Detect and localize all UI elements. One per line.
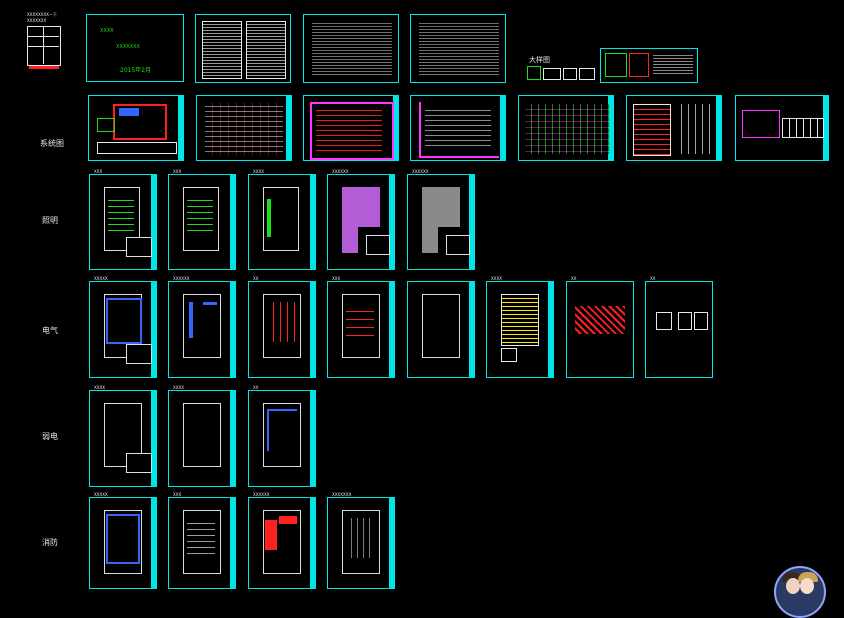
sheet-weak-3[interactable]: XX xyxy=(248,385,316,487)
sheet-title-power-3: XX xyxy=(253,276,259,281)
cover-sheet[interactable]: XXXX XXXXXXX 2015年2月 xyxy=(86,14,184,82)
large-sample-label: 大样图 xyxy=(529,56,550,64)
sheet-system-6[interactable] xyxy=(626,95,722,161)
row-label-lighting: 照明 xyxy=(42,216,58,225)
row-label-fire: 消防 xyxy=(42,538,58,547)
large-sample-details[interactable] xyxy=(527,66,597,82)
sheet-title-fire-4: XXXXXXX xyxy=(332,492,352,497)
sheet-title-weak-3: XX xyxy=(253,385,259,390)
sheet-title-lighting-5: XXXXXX xyxy=(412,169,429,174)
sheet-title-power-8: XX xyxy=(650,276,656,281)
index-note-line2: XXXXXXX xyxy=(27,18,47,23)
sheet-lighting-2[interactable]: XXX xyxy=(168,169,236,270)
sheet-system-7[interactable] xyxy=(735,95,829,161)
sheet-weak-2[interactable]: XXXX xyxy=(168,385,236,487)
sheet-system-3[interactable] xyxy=(303,95,399,161)
row-label-power: 电气 xyxy=(42,326,58,335)
sheet-title-lighting-1: XXX xyxy=(94,169,103,174)
drawing-index-table: XXXXXXXX一下 XXXXXXX xyxy=(27,12,61,70)
sheet-power-7[interactable]: XX xyxy=(566,276,634,378)
sheet-weak-1[interactable]: XXXX xyxy=(89,385,157,487)
cover-line2: XXXXXXX xyxy=(116,44,140,50)
user-avatar-icon[interactable] xyxy=(774,566,826,618)
sheet-drawing-list[interactable] xyxy=(195,14,291,83)
sheet-design-notes-2[interactable] xyxy=(410,14,506,83)
sheet-fire-4[interactable]: XXXXXXX xyxy=(327,492,395,589)
sheet-system-5[interactable] xyxy=(518,95,614,161)
sheet-detail-small[interactable] xyxy=(600,48,698,83)
sheet-title-fire-3: XXXXXX xyxy=(253,492,270,497)
sheet-power-4[interactable]: XXX xyxy=(327,276,395,378)
sheet-title-power-4: XXX xyxy=(332,276,341,281)
sheet-title-fire-1: XXXXX xyxy=(94,492,108,497)
cover-line1: XXXX xyxy=(100,28,114,34)
sheet-title-lighting-2: XXX xyxy=(173,169,182,174)
sheet-title-weak-1: XXXX xyxy=(94,385,105,390)
index-note-line1: XXXXXXXX一下 xyxy=(27,12,57,17)
sheet-title-lighting-3: XXXX xyxy=(253,169,264,174)
sheet-design-notes-1[interactable] xyxy=(303,14,399,83)
sheet-power-3[interactable]: XX xyxy=(248,276,316,378)
sheet-power-2[interactable]: XXXXXX xyxy=(168,276,236,378)
sheet-lighting-5[interactable]: XXXXXX xyxy=(407,169,475,270)
row-label-system: 系统图 xyxy=(40,139,64,148)
cover-date: 2015年2月 xyxy=(120,67,152,74)
sheet-power-5[interactable] xyxy=(407,281,475,378)
sheet-lighting-4[interactable]: XXXXXX xyxy=(327,169,395,270)
sheet-title-weak-2: XXXX xyxy=(173,385,184,390)
sheet-lighting-1[interactable]: XXX xyxy=(89,169,157,270)
sheet-title-fire-2: XXX xyxy=(173,492,182,497)
sheet-system-4[interactable] xyxy=(410,95,506,161)
sheet-title-power-2: XXXXXX xyxy=(173,276,190,281)
sheet-power-6[interactable]: XXXX xyxy=(486,276,554,378)
sheet-lighting-3[interactable]: XXXX xyxy=(248,169,316,270)
sheet-system-2[interactable] xyxy=(196,95,292,161)
sheet-fire-1[interactable]: XXXXX xyxy=(89,492,157,589)
sheet-power-1[interactable]: XXXXX xyxy=(89,276,157,378)
sheet-fire-3[interactable]: XXXXXX xyxy=(248,492,316,589)
sheet-title-lighting-4: XXXXXX xyxy=(332,169,349,174)
row-label-weak: 弱电 xyxy=(42,432,58,441)
sheet-title-power-7: XX xyxy=(571,276,577,281)
sheet-system-1[interactable] xyxy=(88,95,184,161)
sheet-power-8[interactable]: XX xyxy=(645,276,713,378)
sheet-title-power-1: XXXXX xyxy=(94,276,108,281)
sheet-title-power-6: XXXX xyxy=(491,276,502,281)
sheet-fire-2[interactable]: XXX xyxy=(168,492,236,589)
